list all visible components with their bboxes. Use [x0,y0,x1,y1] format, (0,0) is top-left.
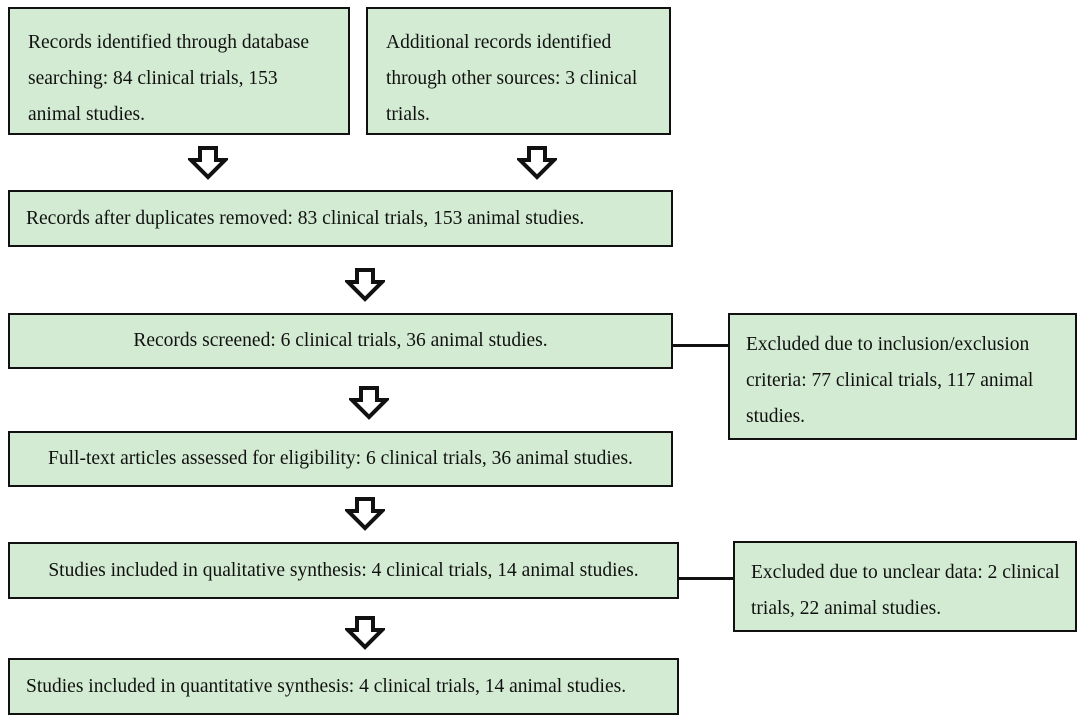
box-excluded-criteria-text: Excluded due to inclusion/exclusion crit… [746,334,1034,427]
box-quantitative-synthesis-text: Studies included in quantitative synthes… [26,675,627,697]
box-quantitative-synthesis: Studies included in quantitative synthes… [8,658,679,715]
box-full-text-articles-text: Full-text articles assessed for eligibil… [48,448,633,469]
box-excluded-unclear-text: Excluded due to unclear data: 2 clinical… [751,562,1060,619]
box-records-identified-other: Additional records identified through ot… [366,7,671,135]
box-full-text-articles: Full-text articles assessed for eligibil… [8,431,673,487]
down-arrow-icon [345,616,385,650]
down-arrow-icon [188,146,228,180]
connector-line [679,577,734,580]
box-records-identified-other-text: Additional records identified through ot… [386,32,638,125]
box-qualitative-synthesis: Studies included in qualitative synthesi… [8,542,679,599]
down-arrow-icon [517,146,557,180]
box-records-identified-database: Records identified through database sear… [8,7,350,135]
box-records-after-duplicates-text: Records after duplicates removed: 83 cli… [26,207,585,229]
box-records-identified-database-text: Records identified through database sear… [28,32,310,125]
box-records-screened: Records screened: 6 clinical trials, 36 … [8,313,673,369]
box-qualitative-synthesis-text: Studies included in qualitative synthesi… [48,559,639,581]
box-excluded-criteria: Excluded due to inclusion/exclusion crit… [728,313,1077,440]
down-arrow-icon [345,497,385,531]
down-arrow-icon [345,268,385,302]
box-excluded-unclear: Excluded due to unclear data: 2 clinical… [733,541,1077,632]
down-arrow-icon [349,386,389,420]
connector-line [673,344,729,347]
box-records-after-duplicates: Records after duplicates removed: 83 cli… [8,190,673,247]
box-records-screened-text: Records screened: 6 clinical trials, 36 … [133,330,548,351]
